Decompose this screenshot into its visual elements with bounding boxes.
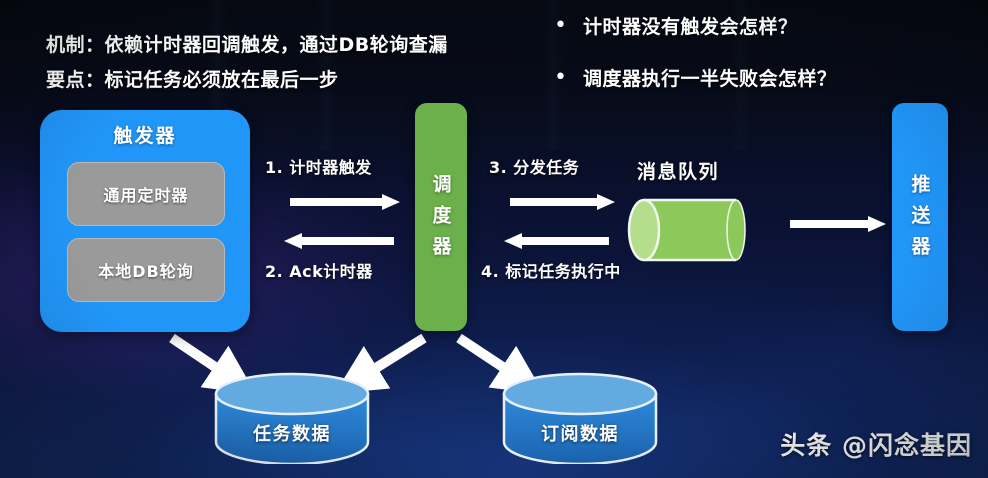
trigger-component-local-db-poll[interactable]: 本地DB轮询 (67, 238, 225, 302)
question-item-2: • 调度器执行一半失败会怎样？ (554, 64, 837, 91)
message-queue-cylinder-icon (627, 198, 746, 262)
message-queue-title: 消息队列 (637, 161, 720, 183)
trigger-box[interactable]: 触发器 通用定时器 本地DB轮询 (40, 110, 250, 332)
trigger-component-general-timer[interactable]: 通用定时器 (67, 162, 225, 226)
watermark: 头条 @闪念基因 (780, 431, 972, 460)
mechanism-line-2: 要点：标记任务必须放在最后一步 (46, 69, 339, 91)
mechanism-note: 机制：依赖计时器回调触发，通过DB轮询查漏 要点：标记任务必须放在最后一步 (46, 30, 448, 92)
step-label-2: 2. Ack计时器 (265, 262, 373, 281)
bullet-icon: • (554, 12, 567, 38)
step-label-4: 4. 标记任务执行中 (481, 262, 621, 281)
bullet-icon: • (554, 64, 567, 90)
arrow-trigger-to-task-db (169, 333, 256, 395)
arrow-scheduler-to-subscription-db (456, 333, 545, 395)
pusher-box[interactable]: 推送器 (892, 103, 948, 331)
arrow-step-1 (290, 194, 400, 210)
question-text-2: 调度器执行一半失败会怎样？ (582, 68, 837, 90)
question-text-1: 计时器没有触发会怎样？ (582, 16, 798, 38)
database-task-data[interactable]: 任务数据 (212, 372, 372, 466)
trigger-title: 触发器 (113, 125, 177, 147)
scheduler-label: 调度器 (429, 173, 452, 267)
pusher-label: 推送器 (908, 173, 931, 267)
arrow-step-4 (504, 233, 609, 249)
arrow-step-3 (510, 194, 615, 210)
database-cylinder-icon (502, 372, 658, 466)
step-label-1: 1. 计时器触发 (265, 158, 372, 177)
arrow-queue-to-pusher (790, 216, 886, 232)
mechanism-line-1: 机制：依赖计时器回调触发，通过DB轮询查漏 (46, 34, 448, 56)
arrow-scheduler-to-task-db (334, 333, 427, 394)
database-subscription-data[interactable]: 订阅数据 (500, 372, 660, 466)
scheduler-box[interactable]: 调度器 (415, 103, 467, 331)
arrow-step-2 (284, 233, 394, 249)
database-cylinder-icon (214, 372, 370, 466)
step-label-3: 3. 分发任务 (489, 158, 580, 177)
question-item-1: • 计时器没有触发会怎样？ (554, 12, 798, 39)
